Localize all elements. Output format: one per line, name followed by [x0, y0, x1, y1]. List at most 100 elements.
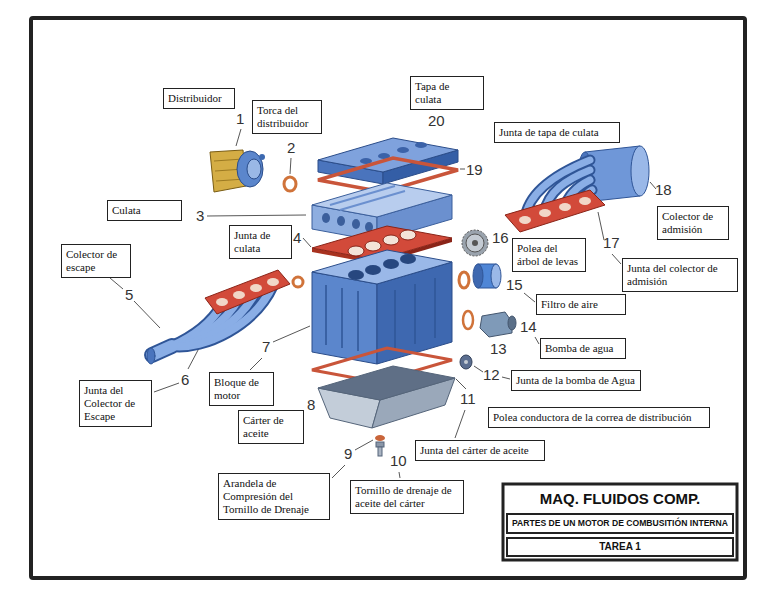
- head-top: [312, 183, 452, 217]
- callout-number: 9: [344, 445, 352, 462]
- leader-line: [134, 301, 160, 328]
- callout-number: 20: [428, 112, 445, 129]
- leader-line: [250, 358, 262, 370]
- callout-number: 18: [655, 181, 672, 198]
- title-frame: [503, 484, 737, 560]
- title-text: PARTES DE UN MOTOR DE COMBUSITIÓN INTERN…: [512, 518, 728, 529]
- leader-line: [474, 366, 483, 372]
- block-bore: [365, 265, 381, 275]
- callout-number: 15: [506, 276, 523, 293]
- leader-line: [303, 238, 311, 247]
- block-front: [312, 272, 377, 364]
- filter-ring: [459, 272, 469, 288]
- part-label-box: Tapa de culata: [410, 76, 484, 110]
- block-bore: [383, 259, 399, 269]
- block-top: [312, 250, 452, 284]
- gasket-port: [579, 197, 591, 205]
- drain-bolt-head: [376, 442, 384, 447]
- part-label: Junta de culata: [234, 229, 284, 255]
- oil-pan-part: [318, 366, 455, 428]
- callout-number: 12: [483, 366, 500, 383]
- gasket-bore: [383, 235, 399, 245]
- pan-opening: [318, 366, 455, 400]
- crank-pulley: [460, 355, 472, 369]
- filter-end: [491, 264, 501, 288]
- gasket-bore: [365, 241, 381, 251]
- intake-gasket-part: [505, 190, 605, 232]
- leader-line: [332, 465, 345, 478]
- distributor-cap-face: [247, 159, 261, 179]
- pulley-hub: [472, 240, 478, 246]
- part-label-box: Bomba de agua: [540, 338, 626, 359]
- callout-number: 14: [520, 318, 537, 335]
- leader-line: [456, 379, 466, 389]
- pump-body: [480, 312, 512, 337]
- pulley-rim: [462, 230, 488, 256]
- part-label-box: Junta del Colector de Escape: [79, 380, 152, 427]
- distributor-terminal: [259, 154, 265, 160]
- part-label: Distribuidor: [168, 92, 222, 105]
- title-band: PARTES DE UN MOTOR DE COMBUSITIÓN INTERN…: [506, 513, 734, 534]
- part-label-box: Tornillo de drenaje de aceite del cárter: [350, 480, 464, 514]
- part-label: Colector de escape: [66, 248, 124, 274]
- callout-number: 13: [490, 340, 507, 357]
- part-label-box: Arandela de Compresión del Tornillo de D…: [218, 473, 330, 520]
- pump-gasket: [463, 311, 473, 329]
- title-band: MAQ. FLUIDOS COMP.: [506, 487, 734, 511]
- gasket-port: [216, 298, 228, 306]
- title-text: TAREA 1: [599, 541, 641, 553]
- leader-line: [612, 254, 621, 264]
- part-label: Junta del cárter de aceite: [420, 444, 529, 457]
- cover-cap: [397, 147, 409, 153]
- part-label: Tornillo de drenaje de aceite del cárter: [355, 484, 459, 510]
- exhaust-gasket: [205, 270, 290, 314]
- exhaust-flange: [147, 348, 155, 364]
- part-label: Colector de admisión: [662, 210, 722, 236]
- part-label-box: Culata: [107, 200, 182, 221]
- callout-number: 4: [293, 229, 301, 246]
- leader-line: [355, 440, 373, 450]
- head-port: [352, 219, 360, 229]
- camshaft-pulley-part: [462, 230, 488, 256]
- filter-end: [473, 264, 483, 288]
- head-port: [337, 216, 345, 226]
- leader-line: [290, 158, 291, 174]
- head-camshaft: [330, 186, 405, 210]
- page-border: [31, 18, 745, 578]
- gasket-port: [559, 203, 571, 211]
- leader-line: [399, 472, 400, 478]
- part-label-box: Colector de admisión: [657, 206, 729, 240]
- callout-number: 11: [460, 390, 476, 407]
- seal-ring: [293, 277, 303, 287]
- distributor-o-ring: [284, 177, 296, 191]
- part-label: Junta del Colector de Escape: [84, 384, 146, 423]
- callout-number: 3: [196, 207, 204, 224]
- leader-line: [207, 215, 306, 216]
- part-label-box: Bloque de motor: [209, 372, 274, 406]
- callout-number: 17: [603, 234, 620, 251]
- part-label: Arandela de Compresión del Tornillo de D…: [223, 477, 323, 516]
- part-label: Bomba de agua: [545, 342, 613, 355]
- callout-number: 5: [125, 286, 133, 303]
- leader-line: [110, 278, 123, 289]
- part-label: Tapa de culata: [415, 80, 463, 106]
- leader-line: [273, 326, 310, 342]
- part-label: Junta de tapa de culata: [499, 126, 599, 139]
- leader-line: [524, 293, 535, 302]
- gasket-bore: [400, 230, 416, 240]
- leader-line: [154, 383, 179, 392]
- gasket-bore: [348, 246, 364, 256]
- part-label: Polea conductora de la correa de distrib…: [493, 411, 692, 424]
- part-label-box: Filtro de aire: [536, 294, 626, 315]
- drain-washer: [375, 435, 385, 441]
- part-label-box: Polea conductora de la correa de distrib…: [488, 407, 710, 428]
- crank-pulley-part: [460, 355, 472, 369]
- block-bore: [400, 254, 416, 264]
- callout-number: 19: [466, 161, 483, 178]
- block-ribs: [326, 278, 435, 351]
- leader-line: [502, 377, 510, 379]
- leader-line: [236, 129, 241, 146]
